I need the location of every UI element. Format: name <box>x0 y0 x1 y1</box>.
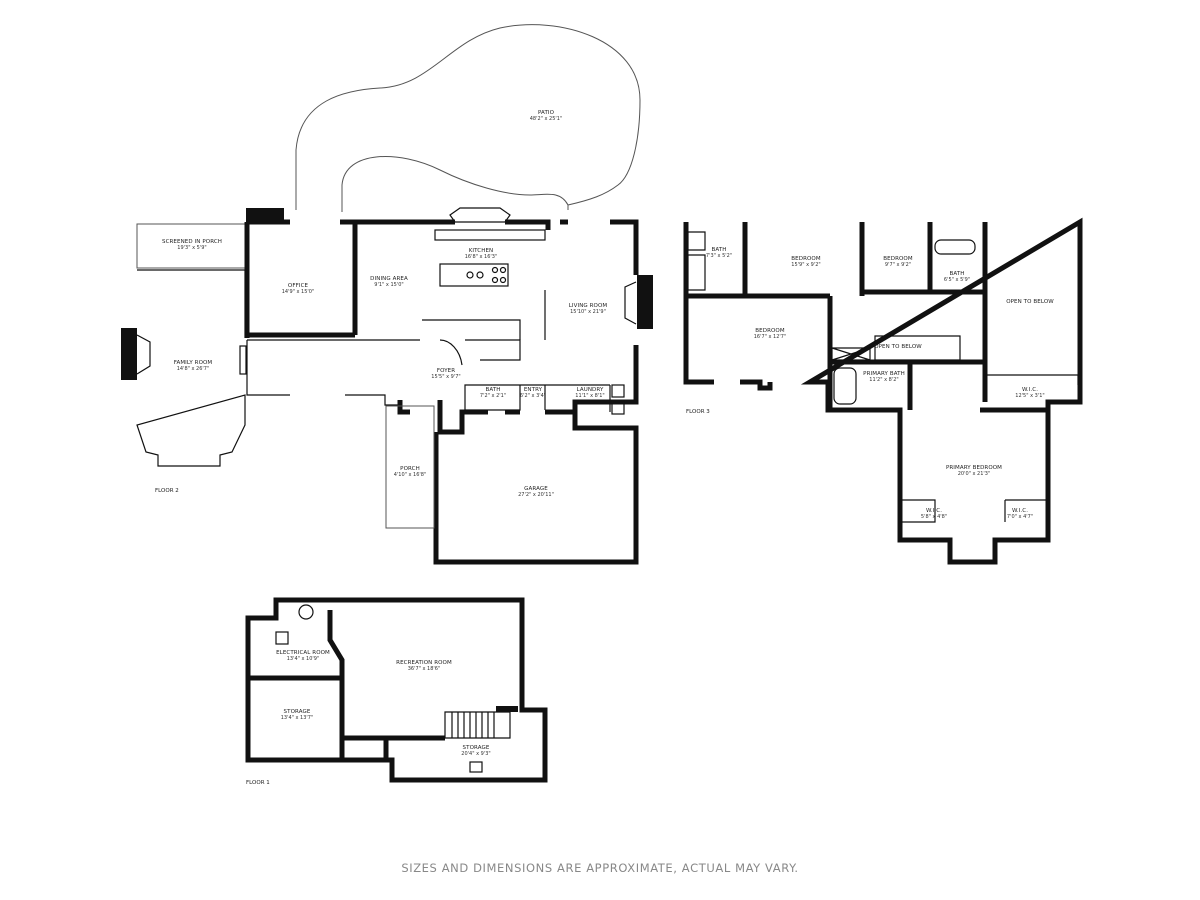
room-dims: 14'9" x 15'0" <box>282 289 315 295</box>
room-label: PORCH <box>400 466 420 472</box>
room-dims: 36'7" x 18'6" <box>408 666 441 672</box>
room-dims: 6'5" x 5'9" <box>944 277 970 283</box>
room-label: OFFICE <box>288 283 309 289</box>
room-dims: 13'4" x 10'9" <box>287 656 320 662</box>
room-label: GARAGE <box>524 486 548 492</box>
room-label: BATH <box>711 247 726 253</box>
room-label: W.I.C. <box>1022 387 1038 393</box>
room-label: STORAGE <box>284 709 311 715</box>
floor-label: FLOOR 3 <box>686 409 710 415</box>
room-dims: 12'5" x 3'1" <box>1015 393 1044 399</box>
room-dims: 15'10" x 21'9" <box>570 309 606 315</box>
room-label: SCREENED IN PORCH <box>162 239 222 245</box>
room-label: BATH <box>485 387 500 393</box>
room-dims: 7'2" x 2'1" <box>480 393 506 399</box>
room-label: ENTRY <box>524 387 543 393</box>
floor-1-outer-walls <box>245 597 548 783</box>
room-dims: 7'0" x 4'7" <box>1007 514 1033 520</box>
floor-label: FLOOR 2 <box>155 488 179 494</box>
kitchen-island <box>439 263 509 287</box>
room-dims: 14'8" x 26'7" <box>177 366 210 372</box>
room-label: BEDROOM <box>755 328 785 334</box>
room-dims: 48'2" x 25'1" <box>530 116 563 122</box>
patio-outline <box>295 24 641 212</box>
room-label: PRIMARY BATH <box>863 371 905 377</box>
room-dims: 11'1" x 8'1" <box>575 393 604 399</box>
room-label: BATH <box>949 271 964 277</box>
room-dims: 7'3" x 5'2" <box>706 253 732 259</box>
porch-walls <box>385 405 435 529</box>
room-dims: 6'2" x 3'4" <box>520 393 546 399</box>
room-label: LAUNDRY <box>577 387 604 393</box>
room-label: FAMILY ROOM <box>174 360 213 366</box>
room-label: BEDROOM <box>883 256 913 262</box>
floor-1-labels: ELECTRICAL ROOM 13'4" x 10'9" RECREATION… <box>246 650 491 786</box>
room-dims: 20'4" x 9'3" <box>461 751 490 757</box>
room-label: STORAGE <box>463 745 490 751</box>
room-dims: 9'7" x 9'2" <box>885 262 911 268</box>
family-room-fireplace <box>121 328 137 380</box>
room-dims: 27'2" x 20'11" <box>518 492 554 498</box>
room-dims: 19'3" x 5'9" <box>177 245 206 251</box>
room-label: OPEN TO BELOW <box>874 344 922 350</box>
floor-label: FLOOR 1 <box>246 780 270 786</box>
room-label: FOYER <box>437 368 455 374</box>
room-dims: 13'4" x 13'7" <box>281 715 314 721</box>
room-label: ELECTRICAL ROOM <box>276 650 330 656</box>
room-dims: 11'2" x 8'2" <box>869 377 898 383</box>
room-dims: 5'8" x 4'8" <box>921 514 947 520</box>
room-dims: 15'5" x 9'7" <box>431 374 460 380</box>
living-room-fireplace <box>637 275 653 329</box>
room-label: OPEN TO BELOW <box>1006 299 1054 305</box>
room-dims: 20'0" x 21'3" <box>958 471 991 477</box>
room-dims: 4'10" x 16'8" <box>394 472 427 478</box>
room-label: W.I.C. <box>1012 508 1028 514</box>
room-dims: 16'7" x 12'7" <box>754 334 787 340</box>
floor-3-outer-walls <box>683 217 1083 565</box>
room-dims: 16'8" x 16'3" <box>465 254 498 260</box>
disclaimer-text: SIZES AND DIMENSIONS ARE APPROXIMATE, AC… <box>401 861 799 875</box>
floor-3-plan <box>683 217 1083 565</box>
room-label: PATIO <box>538 110 555 116</box>
room-label: PRIMARY BEDROOM <box>946 465 1002 471</box>
room-label: DINING AREA <box>370 276 408 282</box>
room-label: LIVING ROOM <box>569 303 608 309</box>
floor-2-plan <box>121 24 653 565</box>
room-label: KITCHEN <box>469 248 494 254</box>
room-label: W.I.C. <box>926 508 942 514</box>
room-dims: 9'1" x 15'0" <box>374 282 403 288</box>
floor-1-plan <box>245 597 548 783</box>
floor-2-labels: PATIO 48'2" x 25'1" SCREENED IN PORCH 19… <box>155 110 607 498</box>
room-dims: 15'9" x 9'2" <box>791 262 820 268</box>
floor-2-main-walls <box>244 219 639 412</box>
room-label: BEDROOM <box>791 256 821 262</box>
floor-3-labels: BATH 7'3" x 5'2" BEDROOM 15'9" x 9'2" BE… <box>686 247 1054 520</box>
room-label: RECREATION ROOM <box>396 660 452 666</box>
